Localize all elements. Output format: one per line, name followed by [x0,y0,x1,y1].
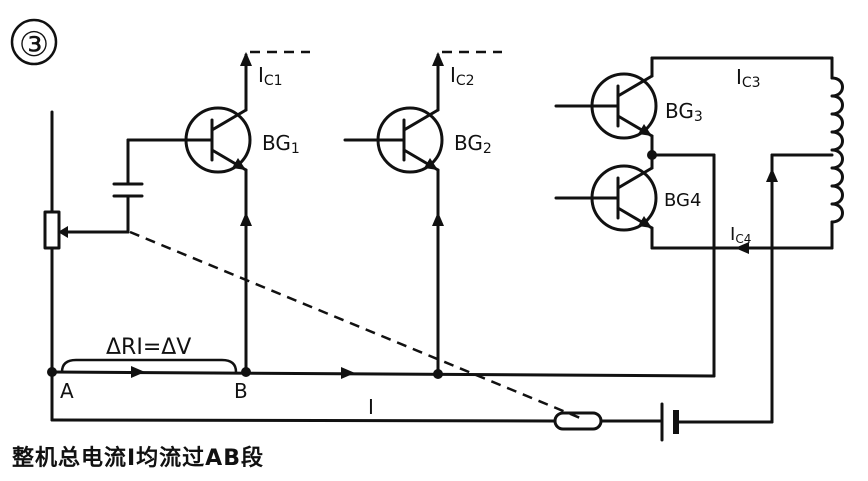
potentiometer [43,210,61,250]
ic1-arrow-icon [240,52,252,66]
wiper-arrow-icon [58,226,68,238]
transistor-bg3 [554,72,658,140]
common-ground-rail [50,370,716,378]
delta-equation: ΔRI=ΔV [106,335,191,360]
rail-arrow-1-icon [131,366,145,378]
label-ic2: IC2 [450,63,475,89]
node-b [241,367,251,377]
label-node-a: A [60,379,74,403]
node-bg2-emitter [433,369,443,379]
label-bg1: BG1 [262,131,300,157]
transistor-bg2 [343,106,444,174]
node-a [47,367,57,377]
return-arrow-icon [766,168,778,182]
figure-caption: 整机总电流I均流过AB段 [12,446,264,471]
figure-number-circle [10,18,58,66]
label-node-b: B [234,379,248,403]
bg1-emitter-arrow-icon [240,212,252,226]
transistor-bg4 [554,164,658,232]
bg2-emitter-arrow-icon [432,212,444,226]
power-switch [553,411,603,431]
label-ic1: IC1 [258,63,283,89]
label-bg2: BG2 [454,131,492,157]
output-transformer-coil [830,76,844,224]
rail-arrow-2-icon [341,367,355,379]
figure-number: ③ [19,25,49,65]
ic4-arrow-icon [735,242,749,254]
ic2-arrow-icon [432,52,444,66]
bottom-return-wire [50,418,557,423]
label-bg4: BG4 [664,190,701,211]
label-bg3: BG3 [665,99,703,125]
label-total-current: I [368,395,374,419]
transistor-bg1 [184,106,252,174]
dashed-link [129,230,586,422]
label-ic4: IC4 [730,224,751,246]
label-ic3: IC3 [736,65,761,91]
ab-bracket [60,358,238,373]
